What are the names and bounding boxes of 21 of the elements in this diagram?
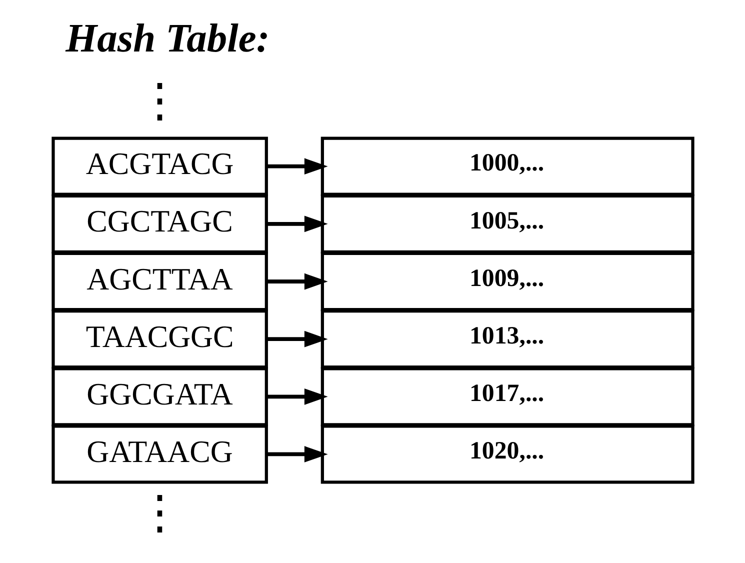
arrow [266, 216, 328, 232]
node-box: GGCGATA [51, 367, 268, 426]
arrow [266, 388, 328, 405]
node-box: ACGTACG [51, 136, 268, 196]
diagram-title: Hash Table: [65, 16, 270, 61]
node-box: GATAACG [51, 424, 268, 484]
node-box: CGCTAGC [51, 194, 268, 254]
node-box: 1017,... [320, 367, 694, 426]
arrow [266, 330, 328, 348]
arrow [266, 273, 328, 290]
arrow [266, 158, 328, 175]
arrow [266, 446, 328, 462]
node-box: TAACGGC [51, 310, 268, 369]
node-box: 1013,... [320, 310, 694, 369]
node-box: 1000,... [320, 136, 694, 196]
node-box: 1020,... [320, 424, 694, 484]
node-box: AGCTTAA [51, 252, 268, 312]
node-box: 1005,... [320, 194, 694, 254]
label: ⋮ [136, 74, 183, 127]
node-box: 1009,... [320, 252, 694, 312]
label: ⋮ [136, 487, 183, 540]
